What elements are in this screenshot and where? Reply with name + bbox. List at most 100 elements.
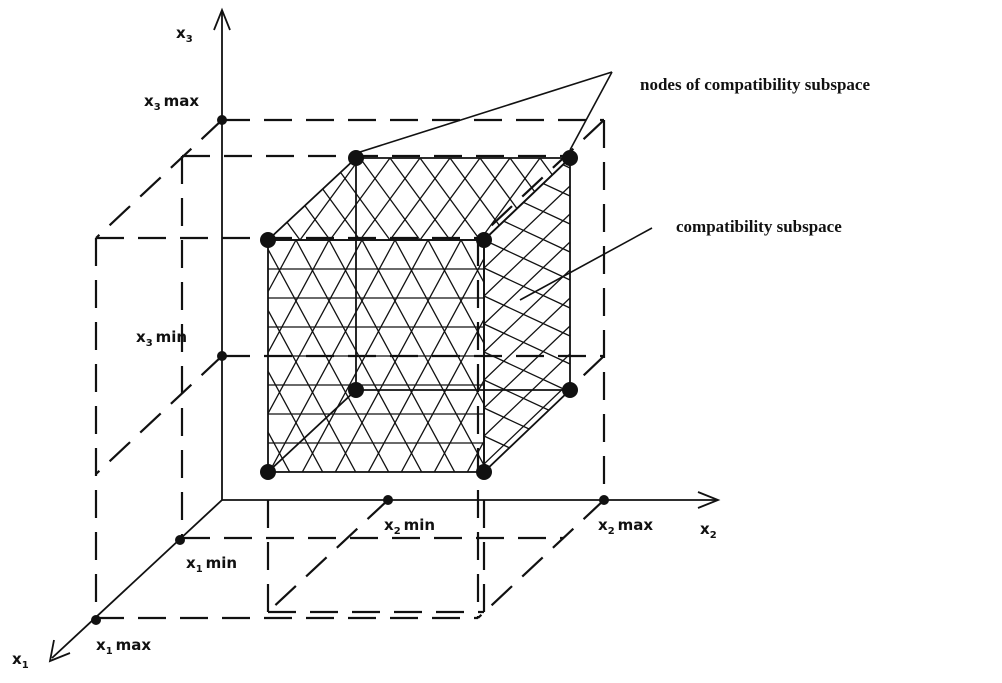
subspace-node — [348, 150, 364, 166]
mesh-line — [529, 240, 659, 480]
subspace-side-face — [483, 155, 571, 475]
subspace-node — [476, 464, 492, 480]
mesh-line — [34, 240, 164, 480]
subspace-node — [260, 464, 276, 480]
mesh-line — [484, 158, 570, 185]
subspace-node — [562, 382, 578, 398]
mesh-line — [334, 240, 462, 472]
mesh-line — [569, 158, 570, 240]
x1-min-point — [175, 535, 185, 545]
mesh-line — [65, 240, 195, 480]
subspace-annotation: compatibility subspace — [676, 217, 842, 236]
x2-min-point — [383, 495, 393, 505]
mesh-line — [484, 185, 570, 269]
mesh-line — [569, 158, 570, 240]
mesh-line — [419, 158, 481, 240]
mesh-line — [180, 158, 240, 240]
axis-tick-points — [91, 115, 609, 625]
mesh-line — [484, 18, 570, 100]
mesh-line — [560, 240, 690, 480]
mesh-line — [180, 158, 240, 240]
mesh-line — [593, 240, 723, 480]
mesh-line — [361, 240, 484, 467]
x1-axis-arrow — [48, 639, 71, 663]
x2-max-point — [599, 495, 609, 505]
mesh-line — [1, 240, 131, 480]
mesh-line — [0, 240, 30, 480]
mesh-line — [484, 269, 570, 353]
compatibility-subspace — [0, 18, 723, 560]
mesh-line — [268, 158, 271, 240]
mesh-line — [268, 240, 297, 294]
mesh-line — [484, 381, 570, 465]
mesh-line — [484, 46, 570, 128]
front-face-mesh — [0, 240, 723, 480]
subspace-node — [260, 232, 276, 248]
coordinate-axes — [48, 7, 721, 663]
mesh-line — [389, 158, 451, 240]
mesh-line — [268, 158, 271, 240]
mesh-line — [484, 239, 570, 281]
axis-labels: x3 x2 x1 — [12, 24, 717, 671]
annotations: nodes of compatibility subspace compatib… — [640, 75, 870, 236]
mesh-line — [100, 240, 230, 480]
mesh-line — [0, 240, 98, 480]
mesh-line — [433, 378, 484, 472]
mesh-line — [484, 297, 570, 381]
x2-axis-arrow — [697, 491, 721, 509]
mesh-line — [466, 439, 484, 472]
mesh-line — [268, 158, 301, 240]
mesh-line — [90, 158, 150, 240]
mesh-line — [484, 351, 570, 393]
mesh-line — [269, 158, 331, 240]
leader-lines — [359, 71, 653, 301]
mesh-line — [268, 240, 330, 354]
mesh-line — [150, 158, 210, 240]
mesh-line — [394, 240, 484, 406]
mesh-line — [527, 240, 657, 480]
mesh-line — [484, 325, 570, 409]
mesh-line — [0, 240, 129, 480]
mesh-line — [329, 158, 391, 240]
mesh-line — [67, 240, 197, 480]
mesh-line — [484, 295, 570, 337]
x2-axis-label: x2 — [700, 520, 717, 541]
design-space-box — [94, 118, 606, 620]
mesh-line — [484, 353, 570, 437]
mesh-line — [484, 520, 570, 560]
x1-axis — [51, 499, 223, 659]
mesh-line — [479, 158, 541, 240]
mesh-line — [131, 240, 261, 480]
mesh-line — [562, 240, 692, 480]
mesh-line — [484, 74, 570, 156]
mesh-line — [484, 437, 570, 472]
x3-max-point — [217, 115, 227, 125]
mesh-line — [299, 158, 361, 240]
subspace-node — [348, 382, 364, 398]
hidden-depth-edge — [267, 389, 357, 473]
mesh-line — [268, 308, 357, 472]
mesh-line — [0, 240, 65, 480]
x1-axis-label: x1 — [12, 650, 29, 671]
mesh-line — [484, 241, 570, 325]
mesh-line — [539, 158, 570, 240]
mesh-line — [301, 240, 429, 472]
mesh-line — [427, 240, 484, 345]
mesh-line — [295, 240, 423, 472]
x3-axis-arrow — [213, 7, 231, 31]
x3-min-point — [217, 351, 227, 361]
subspace-node — [562, 150, 578, 166]
mesh-line — [268, 240, 396, 472]
mesh-line — [484, 492, 570, 532]
subspace-mesh — [0, 18, 723, 560]
mesh-line — [133, 240, 263, 480]
mesh-line — [460, 240, 484, 284]
mesh-line — [150, 158, 210, 240]
